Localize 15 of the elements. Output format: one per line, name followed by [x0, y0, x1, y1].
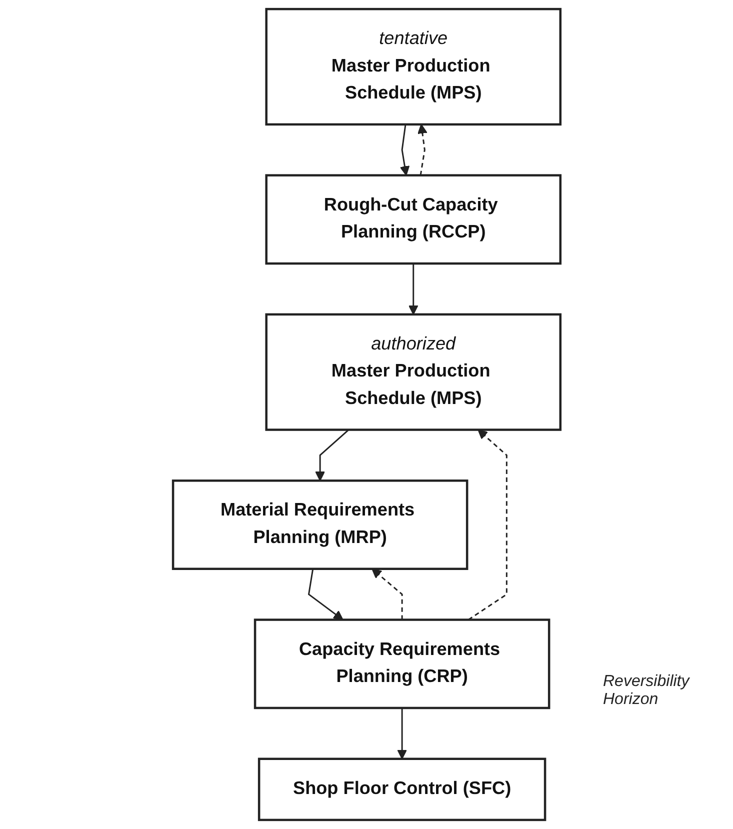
arrow	[308, 568, 344, 620]
node-box: Material Requirements Planning (MRP)	[172, 480, 468, 570]
arrow	[408, 264, 418, 315]
horizon-label: Reversibility Horizon	[603, 673, 691, 709]
arrow	[314, 429, 349, 482]
node-box: Rough-Cut Capacity Planning (RCCP)	[265, 174, 562, 265]
arrow	[417, 124, 428, 176]
arrow	[400, 124, 410, 176]
node-box: Shop Floor Control (SFC)	[258, 758, 546, 822]
node-box: Capacity Requirements Planning (CRP)	[254, 618, 550, 710]
node-box: authorized Master Production Schedule (MPS)	[265, 313, 562, 431]
arrow	[371, 568, 403, 620]
arrow	[468, 429, 508, 620]
node-box: tentative Master Production Schedule (MPS)	[265, 8, 562, 126]
arrow	[396, 708, 407, 760]
